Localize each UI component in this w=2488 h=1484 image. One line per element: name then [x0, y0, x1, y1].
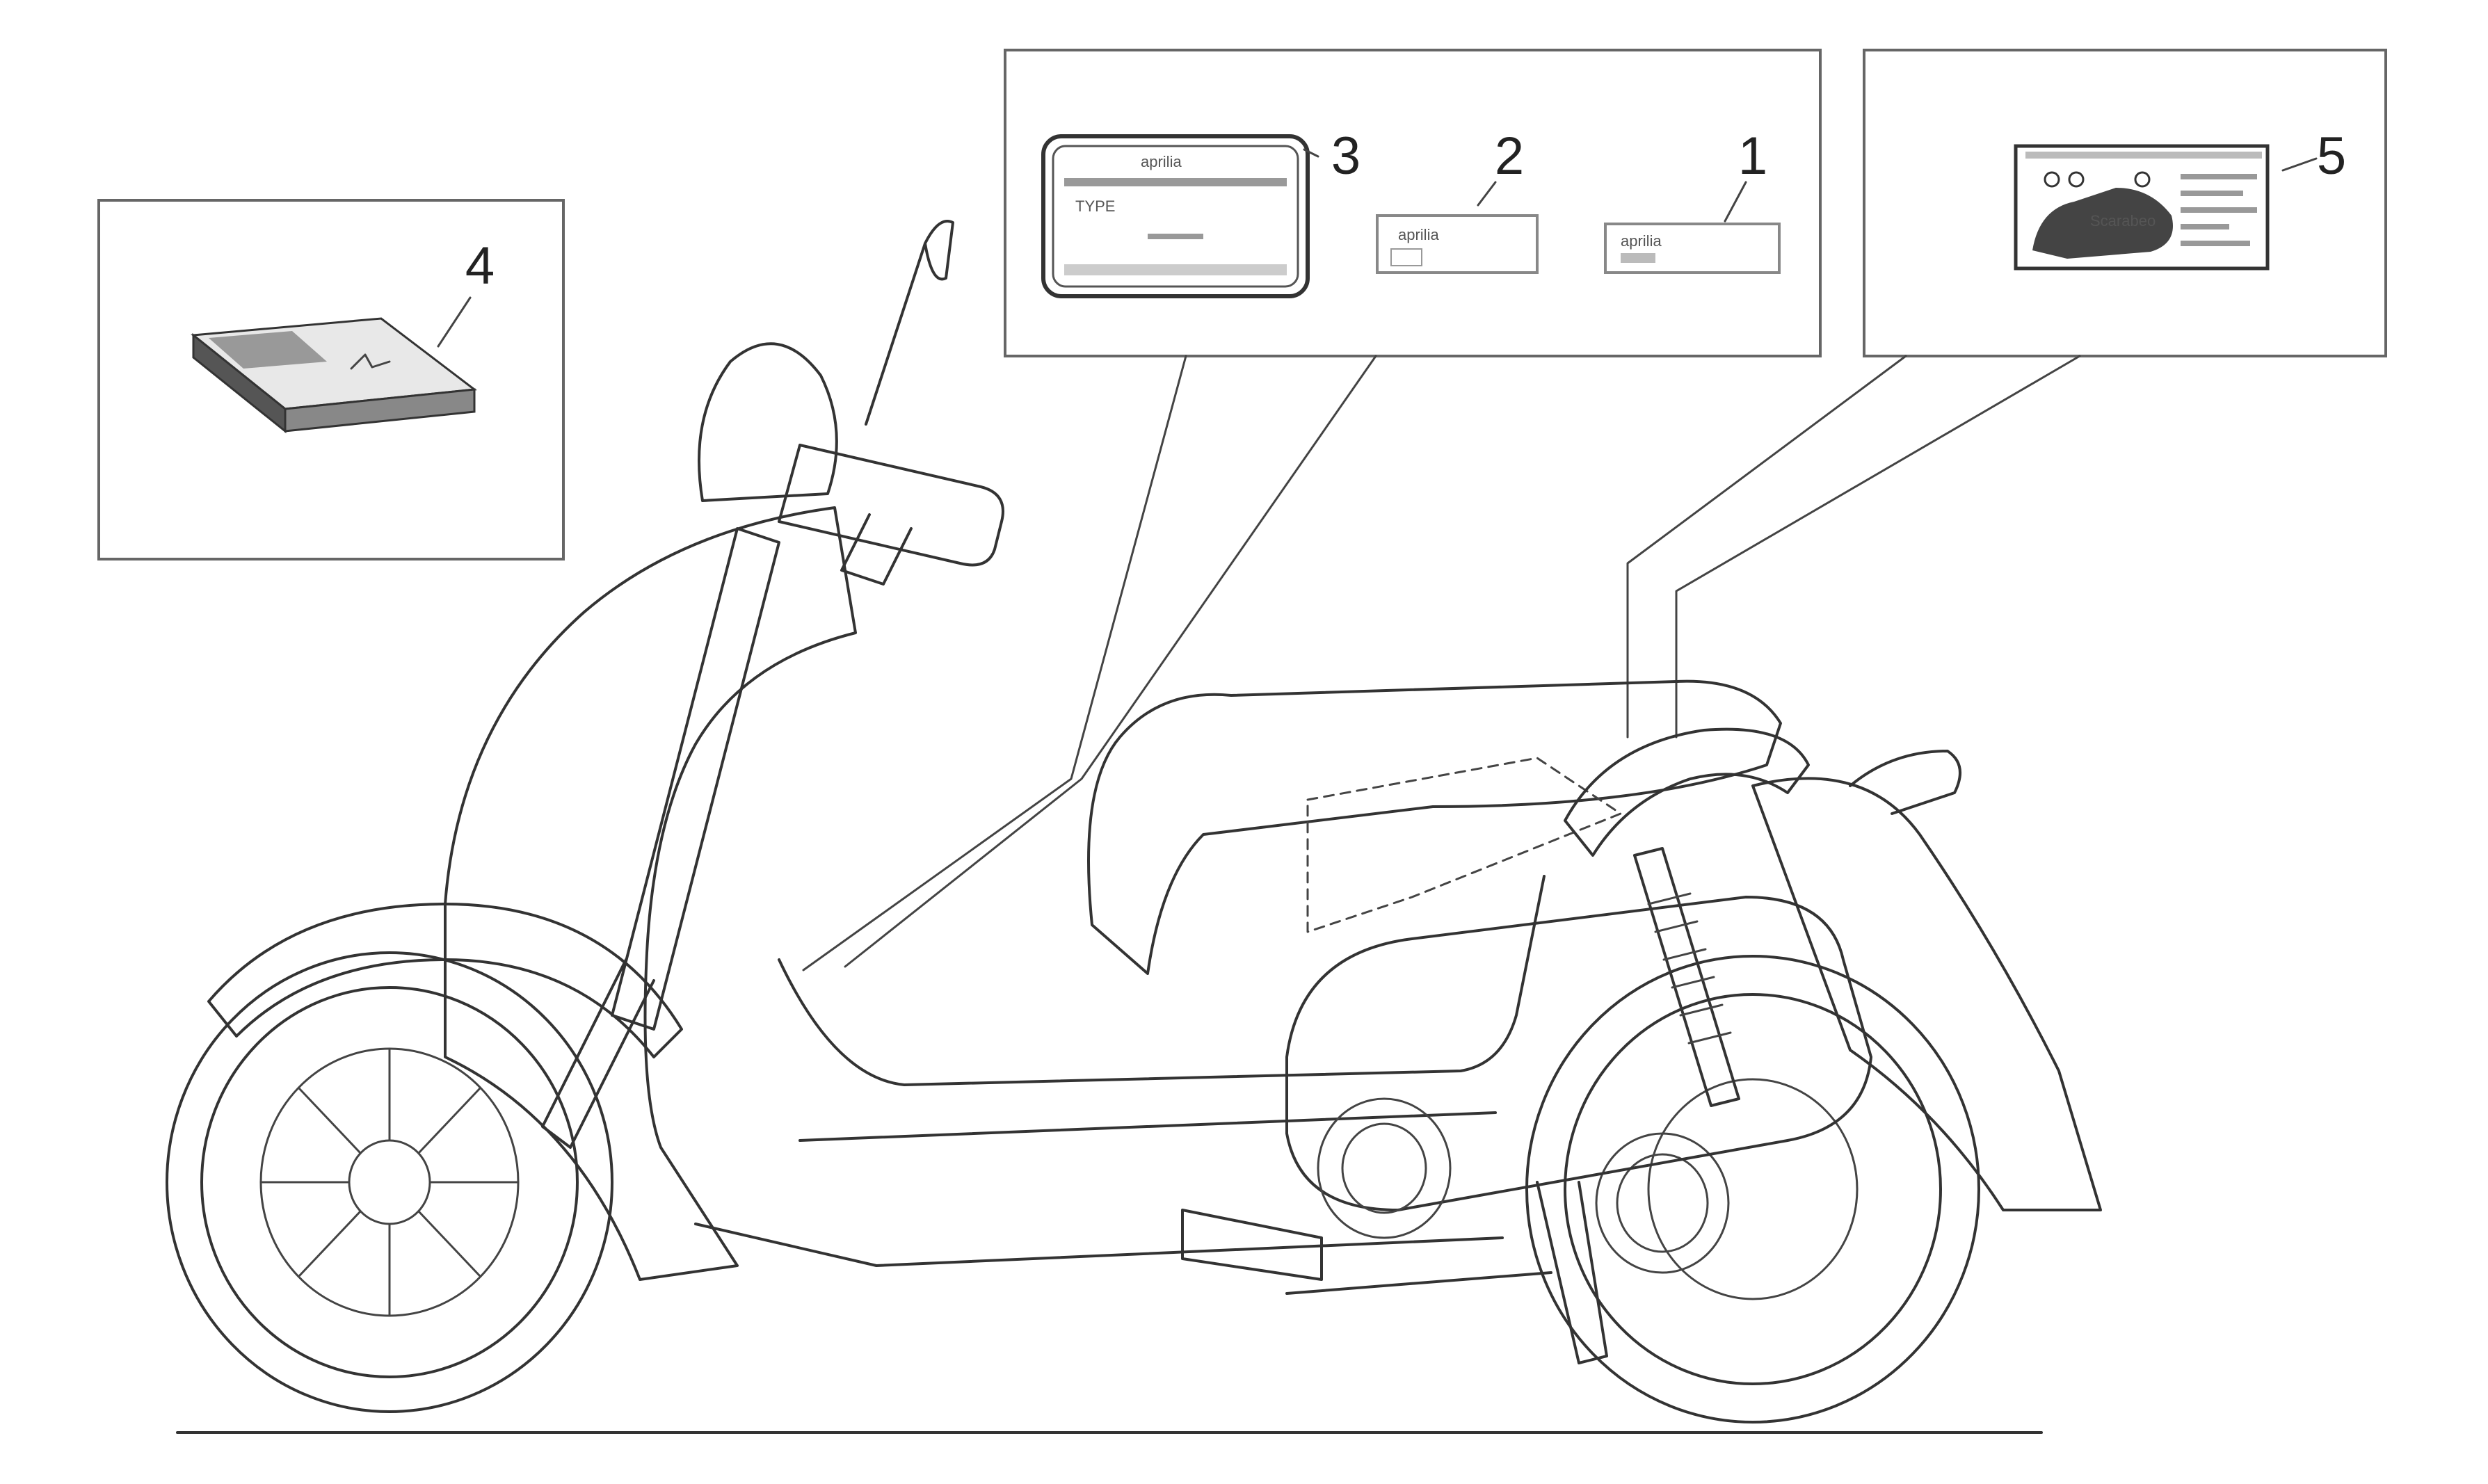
- callout-4: 4: [465, 236, 495, 296]
- svg-text:TYPE: TYPE: [1075, 197, 1115, 215]
- id-plate-decal: aprilia TYPE: [1041, 134, 1310, 298]
- scooter-illustration: [166, 220, 2102, 1423]
- leg-shield: [444, 506, 857, 1281]
- callout-1: 1: [1738, 127, 1767, 186]
- seat: [1087, 679, 1782, 975]
- svg-text:aprilia: aprilia: [1621, 232, 1662, 250]
- handlebar-unit: [698, 342, 838, 502]
- front-fender: [207, 903, 683, 1058]
- callout-5: 5: [2317, 127, 2346, 186]
- rear-shock: [1633, 847, 1740, 1107]
- callout-2: 2: [1495, 127, 1524, 186]
- callout-3: 3: [1331, 127, 1361, 186]
- leader-lines: [802, 355, 2081, 971]
- rear-wheel: [1525, 955, 1980, 1423]
- detail-box-5: Scarabeo 5: [1863, 49, 2387, 357]
- detail-box-4: 4: [97, 199, 565, 560]
- rear-body: [1751, 777, 2102, 1211]
- detail-box-decals: aprilia TYPE 3 aprilia 2 aprilia 1: [1004, 49, 1822, 357]
- svg-text:Scarabeo: Scarabeo: [2090, 212, 2156, 229]
- floorboard: [778, 875, 1546, 1086]
- tyre-pressure-decal: Scarabeo: [2014, 144, 2270, 271]
- decal-1: aprilia: [1604, 223, 1781, 274]
- owners-manual-book: [191, 317, 477, 434]
- svg-text:aprilia: aprilia: [1141, 153, 1182, 170]
- center-stand: [1536, 1181, 1608, 1364]
- engine-swingarm: [1285, 896, 1872, 1211]
- grab-rail: [1564, 727, 1810, 857]
- decal-2: aprilia: [1376, 214, 1539, 274]
- mirror: [865, 220, 954, 426]
- steering-column: [611, 527, 780, 1031]
- front-wheel: [166, 951, 613, 1413]
- svg-text:aprilia: aprilia: [1398, 226, 1439, 243]
